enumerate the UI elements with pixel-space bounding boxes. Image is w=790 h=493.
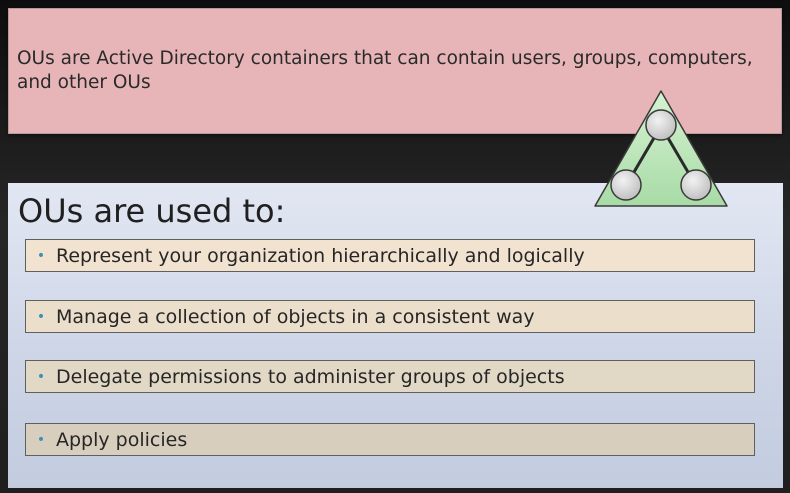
panel-title: OUs are used to: [18,192,286,230]
bullet-text: Represent your organization hierarchical… [56,244,585,267]
bullet-dot-icon: • [36,431,46,448]
bullet-item-policies: • Apply policies [25,423,755,456]
intro-box: OUs are Active Directory containers that… [8,8,782,134]
ou-hierarchy-triangle-icon [594,90,728,207]
bullet-text: Apply policies [56,428,188,451]
usage-panel: OUs are used to: • Represent your organi… [8,183,783,488]
bullet-text: Delegate permissions to administer group… [56,365,565,388]
bullet-text: Manage a collection of objects in a cons… [56,305,535,328]
bullet-item-delegate: • Delegate permissions to administer gro… [25,360,755,393]
bullet-dot-icon: • [36,247,46,264]
bullet-dot-icon: • [36,368,46,385]
bullet-item-represent: • Represent your organization hierarchic… [25,239,755,272]
intro-text: OUs are Active Directory containers that… [17,48,753,93]
bullet-dot-icon: • [36,308,46,325]
bullet-item-manage: • Manage a collection of objects in a co… [25,300,755,333]
